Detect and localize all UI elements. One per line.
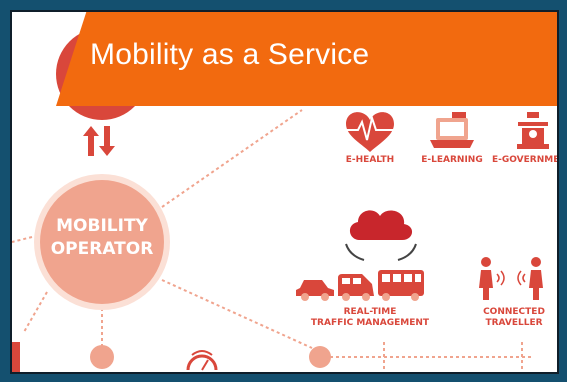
bottom-node-left <box>90 345 114 369</box>
bus-icon <box>378 270 424 301</box>
connected-people-icon <box>479 257 543 300</box>
diagram-frame: Mobility as a Service MOBILITY OPERATOR … <box>10 10 559 374</box>
traffic-label-line1: REAL-TIME <box>343 307 397 317</box>
traveller-label-line2: TRAVELLER <box>485 318 543 328</box>
signal-arcs-icon <box>345 243 417 261</box>
operator-label-line2: OPERATOR <box>50 239 154 259</box>
title-banner <box>56 12 557 106</box>
cloud-icon <box>349 210 413 240</box>
banner-title: Mobility as a Service <box>90 38 370 71</box>
operator-label-line1: MOBILITY <box>56 216 148 236</box>
diagram-canvas <box>12 28 549 372</box>
heart-pulse-icon <box>346 112 394 152</box>
laptop-book-icon <box>430 112 474 148</box>
up-down-arrows-icon <box>83 126 115 156</box>
bottom-node-traffic <box>309 346 331 368</box>
traffic-label-line2: TRAFFIC MANAGEMENT <box>310 318 430 328</box>
car-icon <box>296 280 334 301</box>
service-label-e-health: E-HEALTH <box>345 155 395 165</box>
service-label-e-learning: E-LEARNING <box>421 155 483 165</box>
traveller-label-line1: CONNECTED <box>483 307 545 317</box>
van-icon <box>338 274 374 301</box>
government-building-icon <box>517 112 549 149</box>
speedometer-icon <box>186 350 218 371</box>
operator-node[interactable] <box>40 180 164 304</box>
left-edge-bar <box>12 342 20 372</box>
service-label-e-government: E-GOVERNME <box>492 155 559 165</box>
